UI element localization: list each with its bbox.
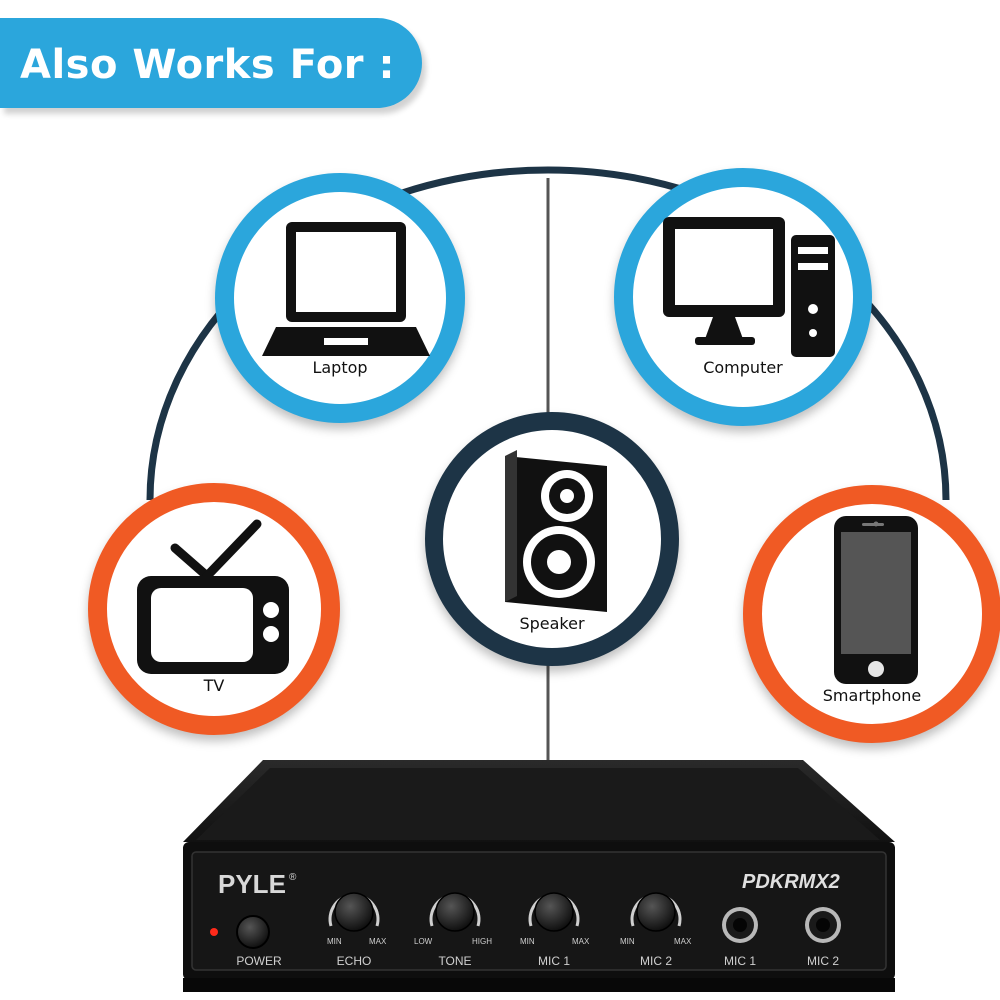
mic1-volume-knob[interactable]: [528, 892, 580, 932]
computer-label: Computer: [703, 358, 783, 377]
tone-low-label: LOW: [414, 937, 433, 946]
laptop-label: Laptop: [312, 358, 368, 377]
mic2-volume-knob[interactable]: [630, 892, 682, 932]
header-banner: Also Works For :: [0, 18, 422, 108]
echo-knob[interactable]: [328, 892, 380, 932]
power-label: POWER: [236, 954, 282, 968]
echo-min-label: MIN: [327, 937, 342, 946]
tone-high-label: HIGH: [472, 937, 492, 946]
brand-logo: PYLE: [218, 869, 286, 899]
tv-icon: [137, 519, 289, 674]
smartphone-label: Smartphone: [822, 686, 922, 705]
brand-mark: ®: [289, 872, 297, 883]
mic2-min-label: MIN: [620, 937, 635, 946]
speaker-label: Speaker: [519, 614, 585, 633]
banner-title: Also Works For :: [20, 42, 395, 88]
echo-max-label: MAX: [369, 937, 387, 946]
mic2-volume-label: MIC 2: [640, 954, 672, 968]
laptop-icon: [262, 222, 430, 356]
mic1-volume-label: MIC 1: [538, 954, 570, 968]
power-button[interactable]: [236, 915, 270, 949]
tv-label: TV: [203, 676, 225, 695]
speaker-icon: [505, 450, 607, 612]
tone-label: TONE: [438, 954, 471, 968]
mic1-max-label: MAX: [572, 937, 590, 946]
mic2-max-label: MAX: [674, 937, 692, 946]
power-led: [210, 928, 218, 936]
desktop-computer-icon: [663, 217, 835, 357]
connection-arc: [146, 166, 950, 501]
echo-label: ECHO: [337, 954, 372, 968]
mic2-input-jack[interactable]: [805, 907, 841, 943]
mic1-min-label: MIN: [520, 937, 535, 946]
mic2-jack-label: MIC 2: [807, 954, 839, 968]
mic1-input-jack[interactable]: [722, 907, 758, 943]
mic1-jack-label: MIC 1: [724, 954, 756, 968]
model-number: PDKRMX2: [742, 871, 840, 893]
smartphone-icon: [834, 516, 918, 684]
tone-knob[interactable]: [429, 892, 481, 932]
